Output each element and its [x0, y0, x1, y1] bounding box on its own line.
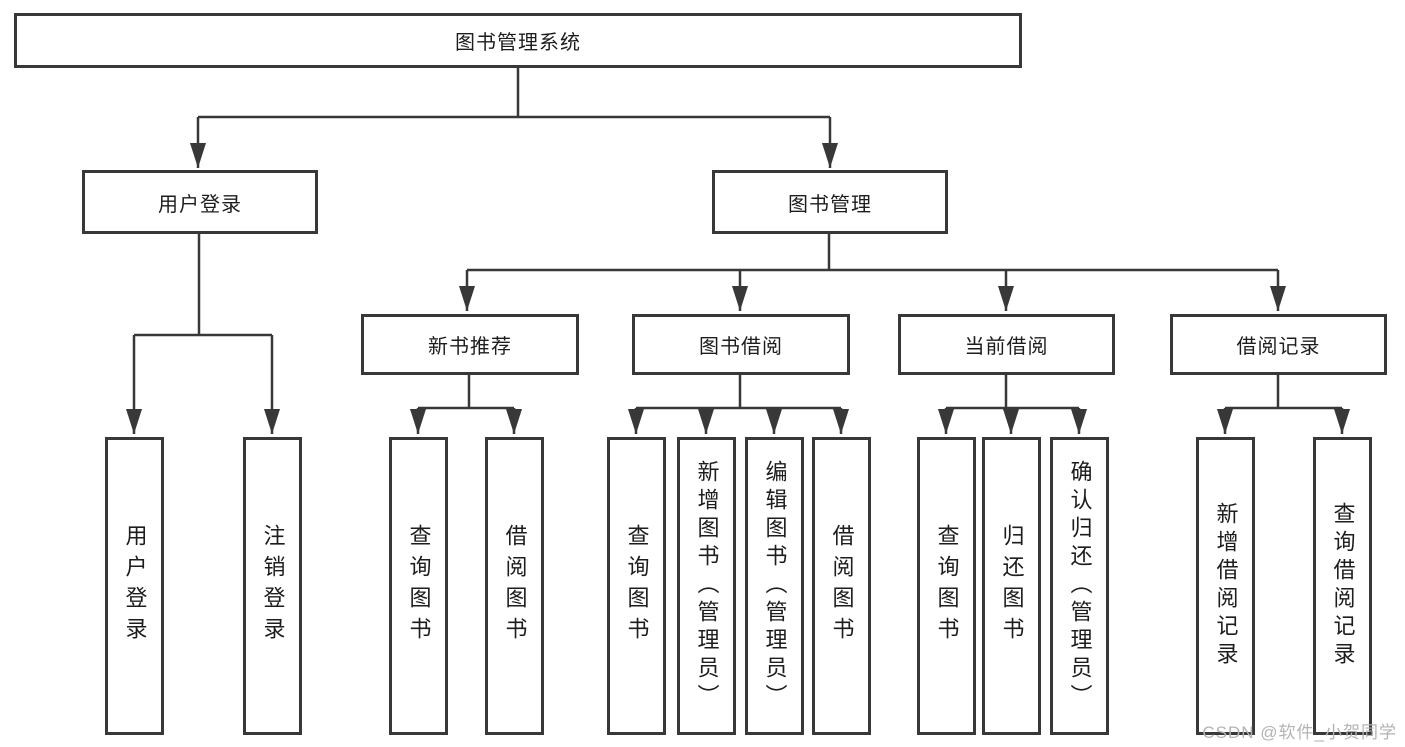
- leaf-query-books-borrow: 查询图书: [607, 437, 666, 735]
- leaf-borrow-books-borrow: 借阅图书: [812, 437, 871, 735]
- connector-borrow-record-to-leaves: [1217, 375, 1350, 434]
- leaf-label: 新增借阅记录: [1213, 502, 1239, 670]
- node-book-borrow: 图书借阅: [632, 314, 850, 375]
- leaf-label: 查询图书: [934, 524, 960, 648]
- node-current-borrow: 当前借阅: [898, 314, 1115, 375]
- leaf-add-book-admin: 新增图书（管理员）: [677, 437, 736, 735]
- connector-book-borrow-to-leaves: [628, 375, 849, 434]
- node-label: 图书管理系统: [455, 32, 581, 54]
- leaf-query-books-current: 查询图书: [917, 437, 976, 735]
- leaf-label: 编辑图书（管理员）: [762, 460, 788, 712]
- node-user-login: 用户登录: [82, 170, 318, 234]
- leaf-label: 归还图书: [999, 524, 1025, 648]
- leaf-label: 查询借阅记录: [1330, 502, 1356, 670]
- leaf-return-books: 归还图书: [982, 437, 1041, 735]
- leaf-confirm-return-admin: 确认归还（管理员）: [1050, 437, 1109, 735]
- leaf-edit-book-admin: 编辑图书（管理员）: [745, 437, 804, 735]
- leaf-add-borrow-record: 新增借阅记录: [1196, 437, 1255, 735]
- leaf-label: 用户登录: [122, 524, 148, 648]
- leaf-label: 查询图书: [406, 524, 432, 648]
- node-label: 用户登录: [158, 193, 242, 216]
- leaf-logout: 注销登录: [243, 437, 302, 735]
- leaf-label: 查询图书: [624, 524, 650, 648]
- connector-user-login-to-leaves: [126, 233, 280, 434]
- node-label: 图书借阅: [699, 336, 783, 358]
- leaf-label: 确认归还（管理员）: [1067, 460, 1093, 712]
- leaf-user-login: 用户登录: [105, 437, 164, 735]
- node-borrow-record: 借阅记录: [1170, 314, 1387, 375]
- node-label: 图书管理: [788, 193, 872, 216]
- node-library-management-system: 图书管理系统: [14, 13, 1022, 68]
- csdn-watermark: CSDN @软件_小贺同学: [1202, 723, 1397, 742]
- node-book-management: 图书管理: [712, 170, 948, 234]
- node-label: 借阅记录: [1236, 336, 1321, 358]
- leaf-label: 注销登录: [260, 524, 286, 648]
- leaf-label: 新增图书（管理员）: [694, 460, 720, 712]
- connector-book-management-to-level3: [459, 233, 1286, 311]
- leaf-borrow-books-newbook: 借阅图书: [485, 437, 544, 735]
- node-label: 新书推荐: [428, 336, 512, 358]
- connector-current-borrow-to-leaves: [938, 375, 1087, 434]
- node-label: 当前借阅: [964, 336, 1049, 358]
- leaf-query-borrow-record: 查询借阅记录: [1313, 437, 1372, 735]
- leaf-label: 借阅图书: [829, 524, 855, 648]
- leaf-label: 借阅图书: [502, 524, 528, 648]
- node-new-book-recommend: 新书推荐: [361, 314, 579, 375]
- leaf-query-books-newbook: 查询图书: [389, 437, 448, 735]
- connector-new-book-to-leaves: [410, 375, 522, 434]
- connector-root-to-level2: [190, 68, 838, 168]
